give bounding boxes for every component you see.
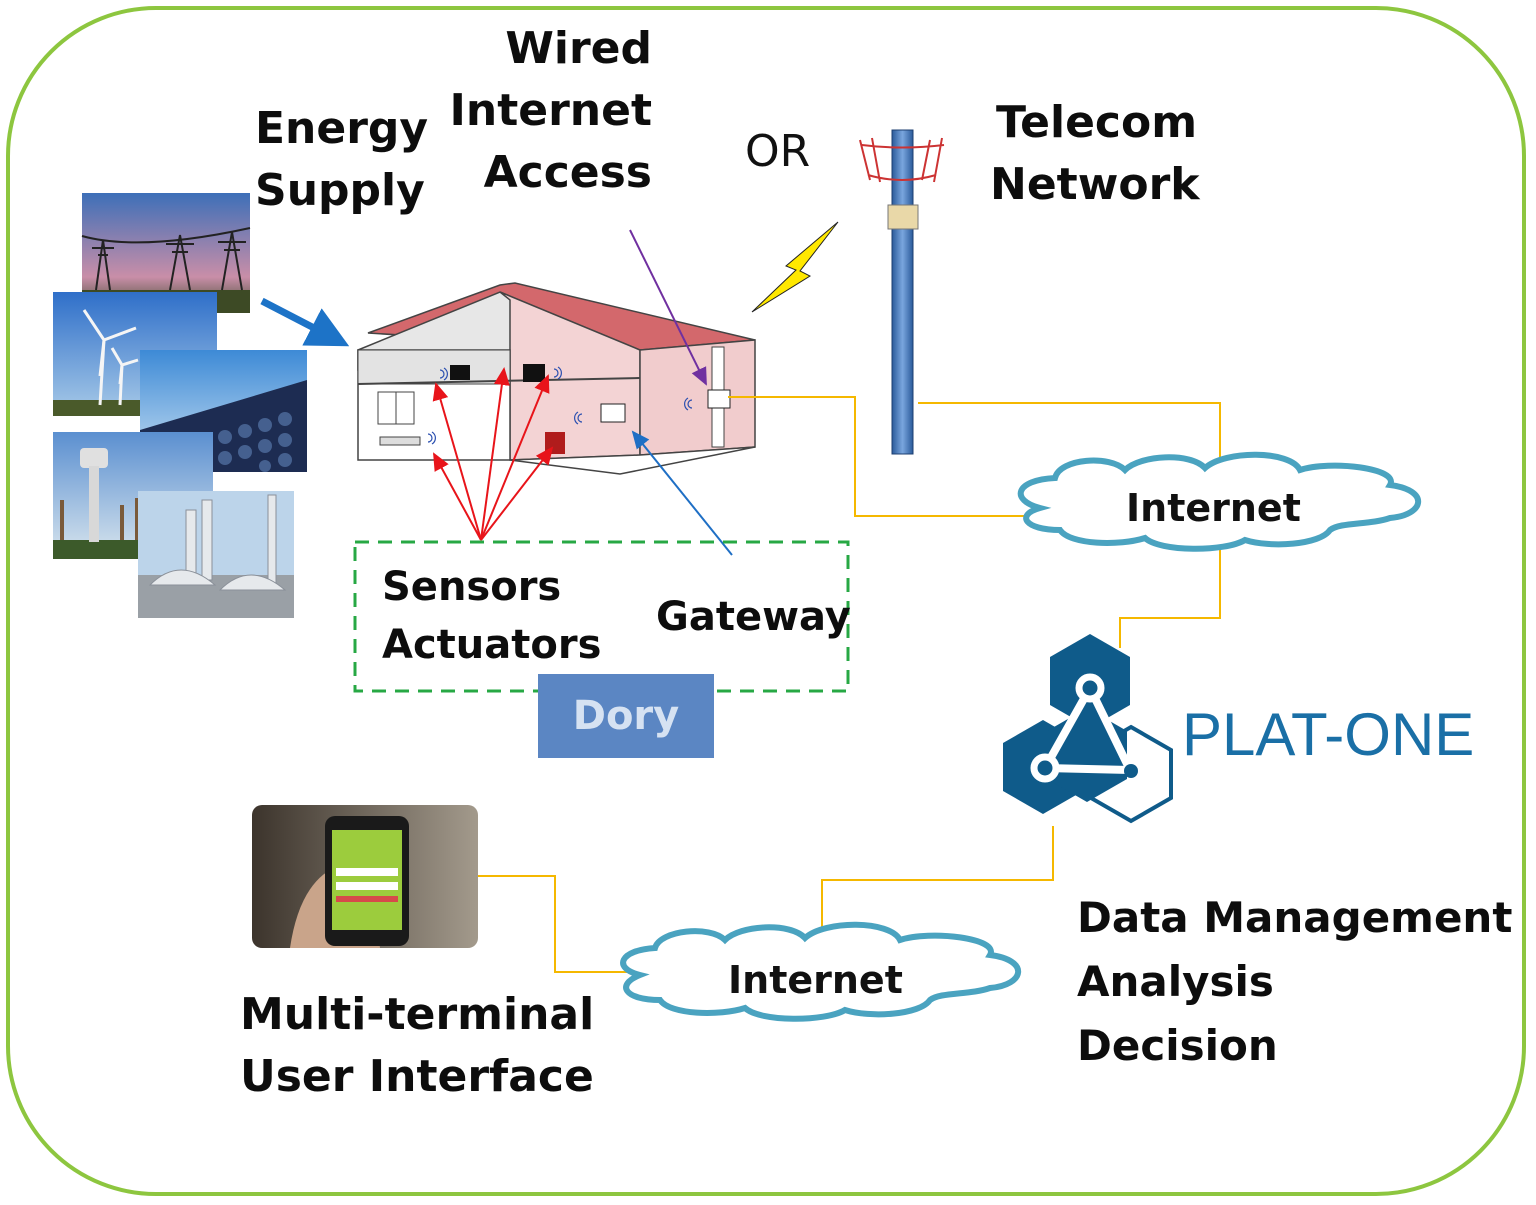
data-management-line-3: Decision [1077, 1021, 1278, 1070]
diagram-frame [6, 6, 1526, 1196]
wired-access-line-1: Wired [505, 23, 652, 74]
energy-supply-line-2: Supply [255, 165, 425, 216]
cloud-icon [620, 921, 1022, 1022]
multi-terminal-line-2: User Interface [240, 1051, 594, 1102]
plat-one-logo [1003, 634, 1173, 824]
wired-access-line-2: Internet [449, 85, 652, 136]
telecom-line-2: Network [990, 159, 1200, 210]
internet-top-label: Internet [1126, 486, 1301, 530]
internet-bottom-label: Internet [728, 958, 903, 1002]
data-management-label: Data Management Analysis Decision [1077, 886, 1512, 1078]
gateway-text: Gateway [656, 594, 851, 640]
sensors-actuators-label: Sensors Actuators [382, 558, 601, 674]
plat-one-wordmark: PLAT-ONE [1182, 701, 1475, 768]
wired-access-arrow [629, 229, 707, 386]
sensors-label: Sensors [382, 564, 562, 610]
energy-supply-line-1: Energy [255, 103, 429, 154]
telecom-network-label: Telecom Network [990, 92, 1200, 216]
house-illustration [357, 282, 756, 475]
multi-terminal-line-1: Multi-terminal [240, 989, 595, 1040]
data-management-line-2: Analysis [1077, 957, 1274, 1006]
dory-box: Dory [538, 674, 714, 758]
energy-supply-label: Energy Supply [255, 98, 428, 222]
gateway-arrow [631, 430, 733, 556]
telecom-tower-icon [859, 129, 945, 455]
smartphone-photo [252, 805, 478, 948]
sensor-arrows [432, 367, 554, 541]
cloud-icon [1017, 451, 1422, 552]
biogas-plant-photo [138, 491, 294, 618]
data-management-line-1: Data Management [1077, 893, 1513, 942]
telecom-line-1: Telecom [996, 97, 1198, 148]
dory-boundary-box [353, 540, 850, 693]
wired-access-label: Wired Internet Access [440, 18, 652, 204]
gateway-label: Gateway [656, 588, 851, 646]
multi-terminal-label: Multi-terminal User Interface [240, 984, 594, 1108]
wired-access-line-3: Access [483, 147, 652, 198]
network-links [478, 396, 1221, 973]
or-label: OR [745, 126, 811, 177]
lightning-icon [751, 221, 839, 313]
actuators-label: Actuators [382, 622, 602, 668]
energy-supply-arrow [260, 297, 350, 347]
